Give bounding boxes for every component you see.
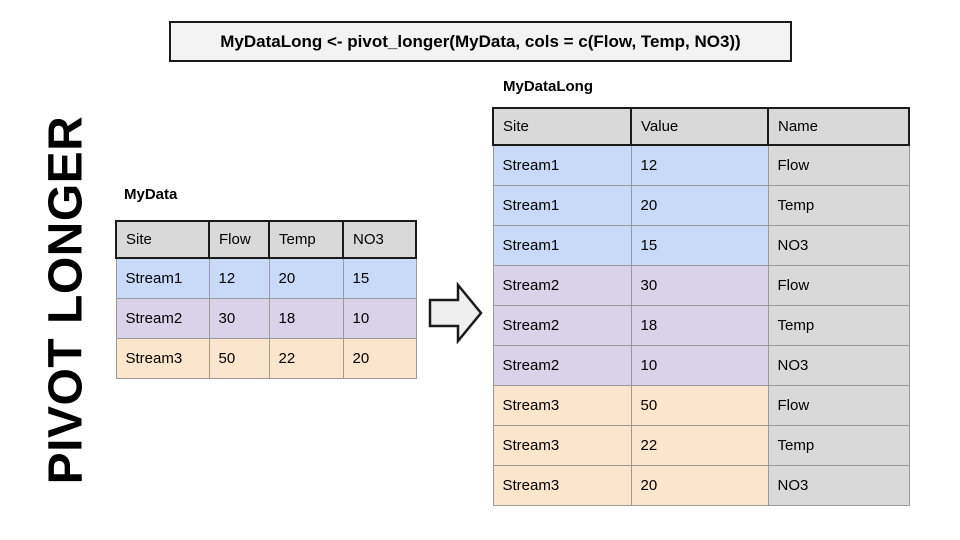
mydatalong-cell: Temp: [767, 184, 910, 226]
mydata-cell: 20: [268, 257, 344, 299]
mydatalong-cell: Stream2: [492, 344, 632, 386]
mydata-cell: 15: [342, 257, 417, 299]
mydatalong-cell: 50: [630, 384, 769, 426]
mydatalong-header-cell: Value: [630, 107, 769, 146]
mydata-table: Site Flow Temp NO3 Stream1 12 20 15 Stre…: [115, 220, 417, 379]
mydata-row: Stream3 50 22 20: [115, 337, 417, 379]
mydatalong-cell: Stream1: [492, 224, 632, 266]
mydatalong-label: MyDataLong: [503, 78, 593, 95]
mydatalong-cell: 22: [630, 424, 769, 466]
mydatalong-row: Stream2 18 Temp: [492, 304, 910, 346]
mydatalong-row: Stream3 22 Temp: [492, 424, 910, 466]
mydata-header-cell: NO3: [342, 220, 417, 259]
mydatalong-row: Stream2 30 Flow: [492, 264, 910, 306]
mydata-cell: 22: [268, 337, 344, 379]
mydatalong-cell: Flow: [767, 144, 910, 186]
mydata-cell: Stream2: [115, 297, 210, 339]
mydatalong-row: Stream3 50 Flow: [492, 384, 910, 426]
mydatalong-cell: 10: [630, 344, 769, 386]
mydatalong-cell: 18: [630, 304, 769, 346]
mydata-cell: 20: [342, 337, 417, 379]
mydatalong-cell: Temp: [767, 304, 910, 346]
mydatalong-table: Site Value Name Stream1 12 Flow Stream1 …: [492, 107, 910, 506]
mydata-cell: 18: [268, 297, 344, 339]
mydatalong-cell: Flow: [767, 264, 910, 306]
mydatalong-cell: Stream3: [492, 424, 632, 466]
mydatalong-cell: Stream2: [492, 264, 632, 306]
mydatalong-header-cell: Site: [492, 107, 632, 146]
mydatalong-header-row: Site Value Name: [492, 107, 910, 146]
right-arrow-icon: [428, 282, 483, 344]
mydata-label: MyData: [124, 186, 178, 203]
mydatalong-cell: Stream1: [492, 184, 632, 226]
mydatalong-row: Stream1 20 Temp: [492, 184, 910, 226]
mydatalong-cell: Flow: [767, 384, 910, 426]
mydata-header-cell: Flow: [208, 220, 270, 259]
mydatalong-row: Stream1 15 NO3: [492, 224, 910, 266]
code-box: MyDataLong <- pivot_longer(MyData, cols …: [169, 21, 792, 62]
mydata-header-row: Site Flow Temp NO3: [115, 220, 417, 259]
mydatalong-row: Stream3 20 NO3: [492, 464, 910, 506]
mydatalong-row: Stream2 10 NO3: [492, 344, 910, 386]
mydatalong-cell: NO3: [767, 344, 910, 386]
mydatalong-cell: NO3: [767, 464, 910, 506]
code-text: MyDataLong <- pivot_longer(MyData, cols …: [220, 31, 741, 51]
pivot-longer-title: PIVOT LONGER: [39, 115, 93, 485]
mydatalong-cell: Stream3: [492, 464, 632, 506]
mydatalong-cell: 30: [630, 264, 769, 306]
mydatalong-cell: Stream1: [492, 144, 632, 186]
mydata-cell: 12: [208, 257, 270, 299]
mydata-row: Stream1 12 20 15: [115, 257, 417, 299]
mydatalong-cell: 20: [630, 184, 769, 226]
mydata-header-cell: Site: [115, 220, 210, 259]
mydatalong-cell: 15: [630, 224, 769, 266]
mydatalong-cell: Stream2: [492, 304, 632, 346]
mydatalong-header-cell: Name: [767, 107, 910, 146]
mydatalong-cell: Temp: [767, 424, 910, 466]
mydatalong-cell: 20: [630, 464, 769, 506]
mydata-header-cell: Temp: [268, 220, 344, 259]
mydatalong-cell: NO3: [767, 224, 910, 266]
mydatalong-cell: 12: [630, 144, 769, 186]
mydata-cell: 10: [342, 297, 417, 339]
mydata-cell: 30: [208, 297, 270, 339]
mydatalong-row: Stream1 12 Flow: [492, 144, 910, 186]
mydata-cell: Stream1: [115, 257, 210, 299]
mydata-cell: Stream3: [115, 337, 210, 379]
mydata-row: Stream2 30 18 10: [115, 297, 417, 339]
mydata-cell: 50: [208, 337, 270, 379]
mydatalong-cell: Stream3: [492, 384, 632, 426]
